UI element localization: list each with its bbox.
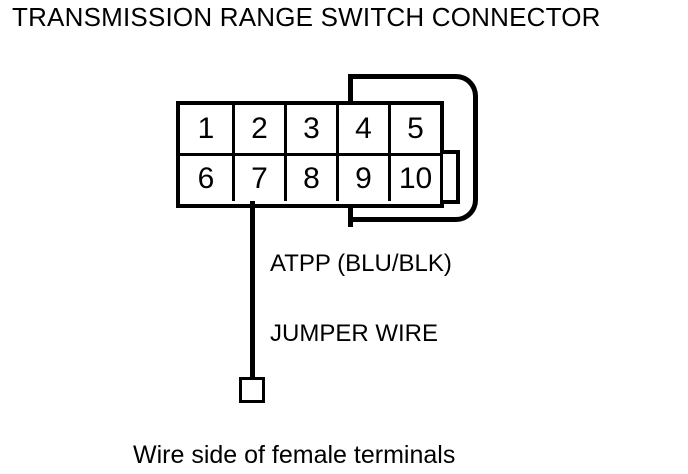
callout-jumper-label: JUMPER WIRE xyxy=(270,320,438,347)
connector-shell-left-top-edge xyxy=(348,74,353,106)
female-terminal-box xyxy=(239,377,265,403)
callout-circuit-label: ATPP (BLU/BLK) xyxy=(270,250,452,277)
lock-tab-cell xyxy=(440,150,460,204)
pin-cell-2: 2 xyxy=(232,105,284,153)
pin-cell-7: 7 xyxy=(232,153,284,201)
pin-cell-4: 4 xyxy=(336,105,388,153)
pin-cell-5: 5 xyxy=(388,105,440,153)
pin-cell-10: 10 xyxy=(388,153,440,201)
pin-grid: 1 2 3 4 5 6 7 8 9 10 xyxy=(176,101,460,208)
pin-cell-3: 3 xyxy=(284,105,336,153)
figure-caption: Wire side of female terminals xyxy=(133,441,456,469)
pin-cell-6: 6 xyxy=(180,153,232,201)
jumper-wire-line xyxy=(250,201,255,379)
pin-cell-9: 9 xyxy=(336,153,388,201)
pin-cell-8: 8 xyxy=(284,153,336,201)
pin-row-bottom: 6 7 8 9 10 xyxy=(180,150,460,204)
pin-cell-1: 1 xyxy=(180,105,232,153)
connector-shell-left-bottom-edge xyxy=(348,195,353,227)
page-title: TRANSMISSION RANGE SWITCH CONNECTOR xyxy=(12,2,601,32)
connector-assembly: 1 2 3 4 5 6 7 8 9 10 xyxy=(176,74,478,403)
pin-row-top: 1 2 3 4 5 xyxy=(180,105,440,153)
